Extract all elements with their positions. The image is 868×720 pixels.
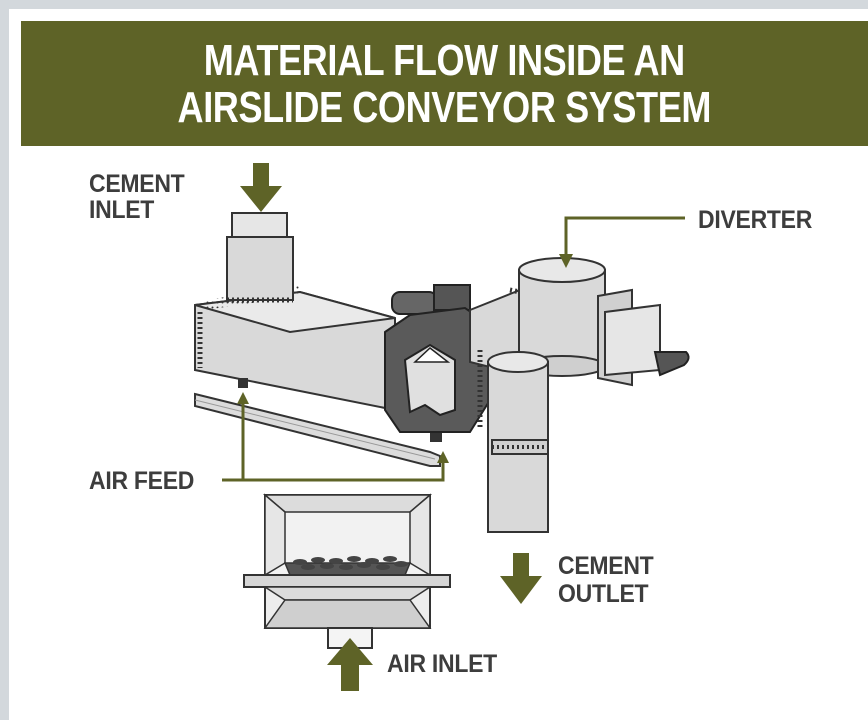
inlet-hopper [226, 212, 294, 303]
air-feed-leader [222, 392, 449, 482]
air-feed-label: AIR FEED [89, 467, 195, 495]
air-inlet-label: AIR INLET [387, 650, 497, 678]
diverter-drum [518, 257, 606, 377]
cement-inlet-label-line-1: CEMENT [89, 170, 185, 198]
infographic-card: MATERIAL FLOW INSIDE AN AIRSLIDE CONVEYO… [21, 21, 868, 720]
diverter-leader [559, 216, 685, 268]
title-line-2: AIRSLIDE CONVEYOR SYSTEM [177, 82, 712, 132]
cement-outlet-label-line-1: CEMENT [558, 552, 654, 580]
cement-inlet-label-line-2: INLET [89, 196, 155, 224]
cement-outlet-arrow [500, 553, 542, 604]
cement-particles [293, 556, 408, 570]
air-inlet-arrow [327, 638, 373, 691]
diverter-label: DIVERTER [698, 206, 813, 234]
outlet-pipe [477, 350, 549, 533]
title-banner: MATERIAL FLOW INSIDE AN AIRSLIDE CONVEYO… [21, 21, 868, 146]
cement-inlet-arrow [240, 163, 282, 212]
title-line-1: MATERIAL FLOW INSIDE AN [204, 35, 685, 85]
air-feed-pipe [194, 392, 441, 467]
side-outlet [597, 288, 690, 387]
airslide-cross-section [243, 493, 451, 649]
airslide-diagram [194, 163, 690, 691]
cement-outlet-label-line-2: OUTLET [558, 580, 649, 608]
diverter-valve [384, 284, 491, 433]
